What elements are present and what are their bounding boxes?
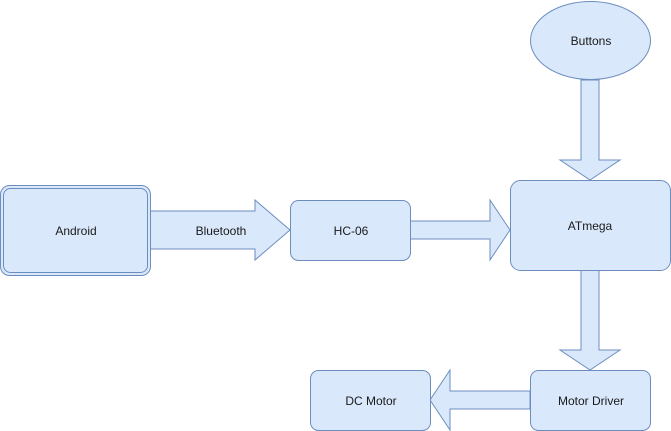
node-dc-motor-label: DC Motor xyxy=(345,394,396,408)
node-hc06-label: HC-06 xyxy=(334,224,369,238)
node-hc06: HC-06 xyxy=(290,200,411,261)
node-atmega: ATmega xyxy=(510,180,671,271)
arrow-android-to-hc06 xyxy=(149,198,291,262)
node-android-label: Android xyxy=(55,224,96,238)
arrow-atmega-to-motor-driver xyxy=(558,269,622,371)
node-buttons: Buttons xyxy=(530,1,651,80)
edge-bluetooth-label: Bluetooth xyxy=(196,224,247,238)
node-atmega-label: ATmega xyxy=(568,219,613,233)
arrow-buttons-to-atmega xyxy=(558,79,622,181)
node-android: Android xyxy=(0,185,151,276)
arrow-hc06-to-atmega xyxy=(409,198,511,262)
node-dc-motor: DC Motor xyxy=(310,370,431,431)
arrow-motor-driver-to-dc-motor xyxy=(429,368,531,431)
node-buttons-label: Buttons xyxy=(571,34,612,48)
node-motor-driver: Motor Driver xyxy=(530,370,651,431)
node-motor-driver-label: Motor Driver xyxy=(558,394,624,408)
